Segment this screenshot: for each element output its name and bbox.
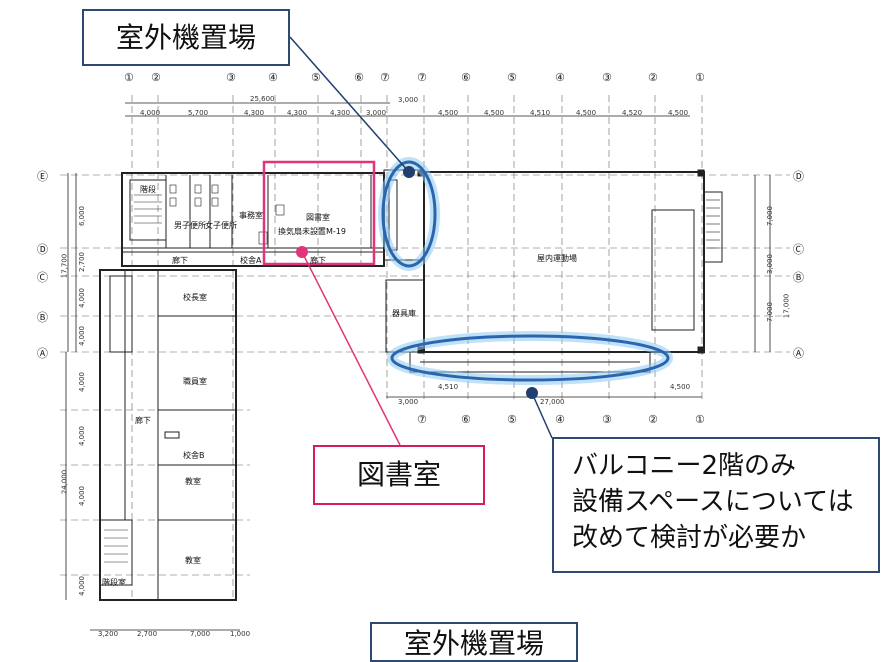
callout-balcony-line: 設備スペースについては: [572, 487, 854, 517]
outdoor-unit-marker: [403, 166, 415, 178]
plan-labels: ① ② ③ ④ ⑤ ⑥ ⑦ ⑦ ⑥ ⑤ ④ ③ ② ① ⑦ ⑥ ⑤ ④ ③ ② …: [37, 71, 804, 426]
dim-label: 2,700: [137, 630, 158, 638]
grid-top-label: ⑥: [461, 71, 471, 84]
grid-top-label: ⑦: [417, 71, 427, 84]
grid-bottom-label: ④: [555, 413, 565, 426]
dim-label: 7,000: [190, 630, 211, 638]
library-marker: [296, 246, 308, 258]
dim-label: 4,510: [530, 109, 551, 117]
grid-top-label: ③: [602, 71, 612, 84]
grid-left-label: Ⓓ: [37, 243, 48, 256]
room-label: 換気扇未設置M-19: [278, 227, 346, 236]
room-label: 階段: [140, 185, 156, 194]
room-label: 階段室: [102, 578, 126, 587]
dim-label: 3,200: [98, 630, 119, 638]
callout-balcony-line: バルコニー2階のみ: [572, 451, 797, 481]
callout-outdoor-unit-bottom-text: 室外機置場: [403, 627, 544, 660]
grid-right-label: Ⓑ: [793, 271, 804, 284]
callout-outdoor-unit-top-text: 室外機置場: [115, 21, 256, 54]
grid-top-label: ④: [268, 71, 278, 84]
grid-right-label: Ⓓ: [793, 170, 804, 183]
grid-top-label: ⑤: [311, 71, 321, 84]
dim-label: 3,000: [366, 109, 387, 117]
grid-right-label: Ⓒ: [793, 243, 804, 256]
dim-label: 4,520: [622, 109, 643, 117]
balcony-highlight: [387, 331, 673, 385]
room-label: 男子便所: [174, 221, 206, 230]
dim-label: 3,000: [398, 398, 419, 406]
callout-balcony: バルコニー2階のみ 設備スペースについては 改めて検討が必要か: [552, 437, 880, 573]
grid-top-label: ⑦: [380, 71, 390, 84]
room-label: 校長室: [183, 293, 207, 302]
callout-outdoor-unit-bottom: 室外機置場: [370, 622, 578, 662]
dim-label: 4,500: [576, 109, 597, 117]
room-label: 校舎A: [240, 256, 262, 265]
dim-label: 4,500: [670, 383, 691, 391]
room-label: 事務室: [239, 211, 263, 220]
grid-top-label: ②: [151, 71, 161, 84]
room-label: 廊下: [135, 416, 151, 425]
grid-left-label: Ⓔ: [37, 170, 48, 183]
dim-label: 4,300: [244, 109, 265, 117]
dim-label: 25,600: [250, 95, 275, 103]
room-label: 屋内運動場: [537, 254, 577, 263]
grid-top-label: ①: [695, 71, 705, 84]
room-label: 教室: [185, 477, 201, 486]
dim-label: 4,500: [484, 109, 505, 117]
library-highlight: [262, 160, 376, 266]
grid-top-label: ①: [124, 71, 134, 84]
dim-label: 4,300: [330, 109, 351, 117]
room-label: 廊下: [310, 256, 326, 265]
grid-bottom-label: ⑤: [507, 413, 517, 426]
dim-label: 5,700: [188, 109, 209, 117]
dim-label: 4,510: [438, 383, 459, 391]
dim-label: 4,500: [438, 109, 459, 117]
grid-top-label: ③: [226, 71, 236, 84]
grid-bottom-label: ③: [602, 413, 612, 426]
room-label: 校舎B: [183, 451, 205, 460]
callout-library-text: 図書室: [356, 458, 441, 491]
grid-left-label: Ⓒ: [37, 271, 48, 284]
room-labels: 階段 男子便所 女子便所 事務室 図書室 換気扇未設置M-19 廊下 校舎A 廊…: [102, 185, 577, 587]
dim-label: 4,300: [287, 109, 308, 117]
balcony-marker: [526, 387, 538, 399]
grid-bottom-label: ①: [695, 413, 705, 426]
grid-top-label: ⑤: [507, 71, 517, 84]
room-label: 器具庫: [392, 309, 416, 318]
room-label: 女子便所: [205, 221, 237, 230]
grid-left-label: Ⓑ: [37, 311, 48, 324]
grid-right-label: Ⓐ: [793, 347, 804, 360]
callout-balcony-line: 改めて検討が必要か: [572, 523, 807, 553]
grid-top-label: ②: [648, 71, 658, 84]
grid-top-label: ⑥: [354, 71, 364, 84]
dim-label: 4,500: [668, 109, 689, 117]
room-label: 図書室: [306, 213, 330, 222]
dim-label: 3,000: [398, 96, 419, 104]
grid-left-label: Ⓐ: [37, 347, 48, 360]
room-label: 職員室: [183, 377, 207, 386]
grid-bottom-label: ⑦: [417, 413, 427, 426]
callout-outdoor-unit-top: 室外機置場: [82, 9, 290, 66]
callout-library: 図書室: [313, 445, 485, 505]
dim-label: 4,000: [140, 109, 161, 117]
grid-bottom-label: ⑥: [461, 413, 471, 426]
grid-bottom-label: ②: [648, 413, 658, 426]
floor-plan: [60, 36, 790, 631]
dimension-labels: 25,600 4,000 5,700 4,300 4,300 4,300 3,0…: [60, 95, 790, 638]
dim-label: 27,000: [540, 398, 565, 406]
outdoor-unit-highlight: [378, 157, 440, 271]
room-label: 廊下: [172, 256, 188, 265]
room-label: 教室: [185, 556, 201, 565]
grid-top-label: ④: [555, 71, 565, 84]
dim-label: 1,000: [230, 630, 251, 638]
